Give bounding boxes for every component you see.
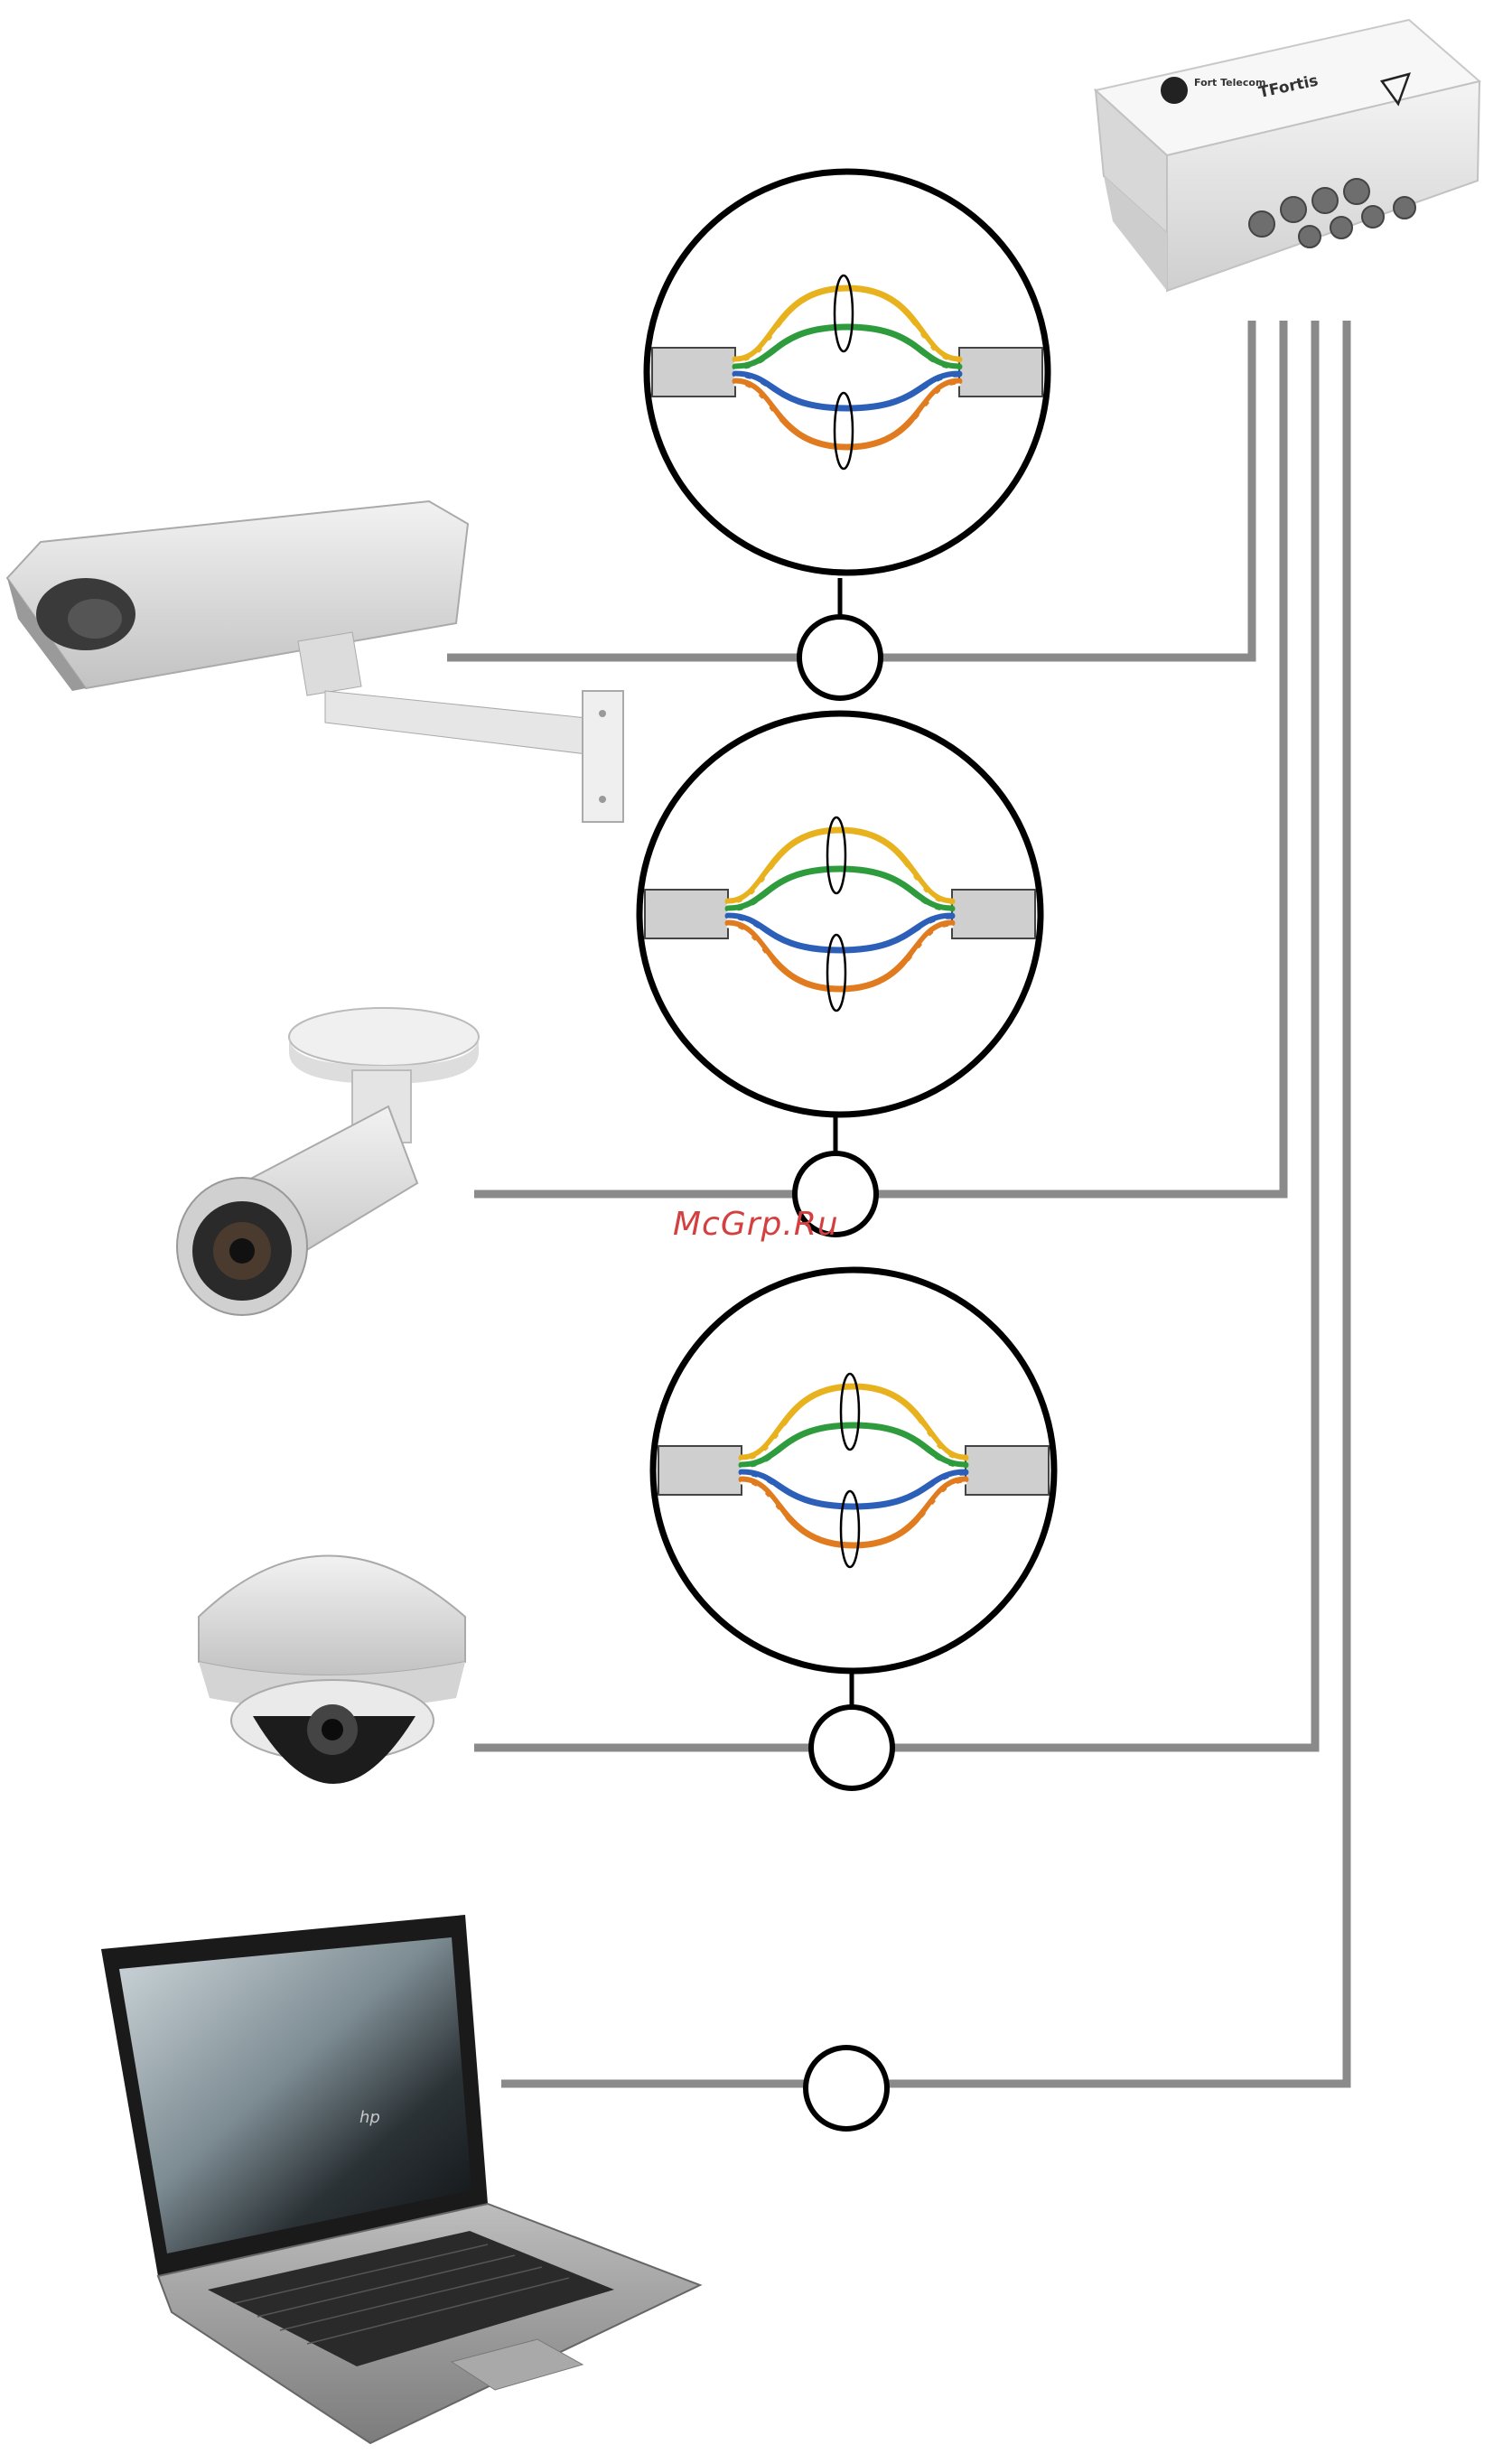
laptop-icon: hp	[101, 1915, 700, 2443]
splice-point-1	[799, 617, 881, 698]
splice-point-3	[811, 1707, 892, 1788]
watermark-text: McGrp.Ru	[673, 1206, 839, 1243]
splice-point-4	[806, 2048, 887, 2129]
junction-box-logo-text: Fort Telecom	[1194, 77, 1265, 89]
cable-line-4	[501, 321, 1347, 2084]
dome-camera-icon	[199, 1556, 465, 1785]
laptop-logo-text: hp	[359, 2108, 380, 2127]
tfortis-junction-box-icon: Fort Telecom TFortis	[1096, 20, 1479, 291]
bullet-camera-icon	[177, 1008, 479, 1315]
cable-lines	[447, 321, 1347, 2084]
twisted-pair-splice-icon	[647, 172, 1048, 573]
twisted-pair-splice-icon	[639, 714, 1041, 1115]
twisted-pair-splice-icon	[653, 1270, 1054, 1671]
